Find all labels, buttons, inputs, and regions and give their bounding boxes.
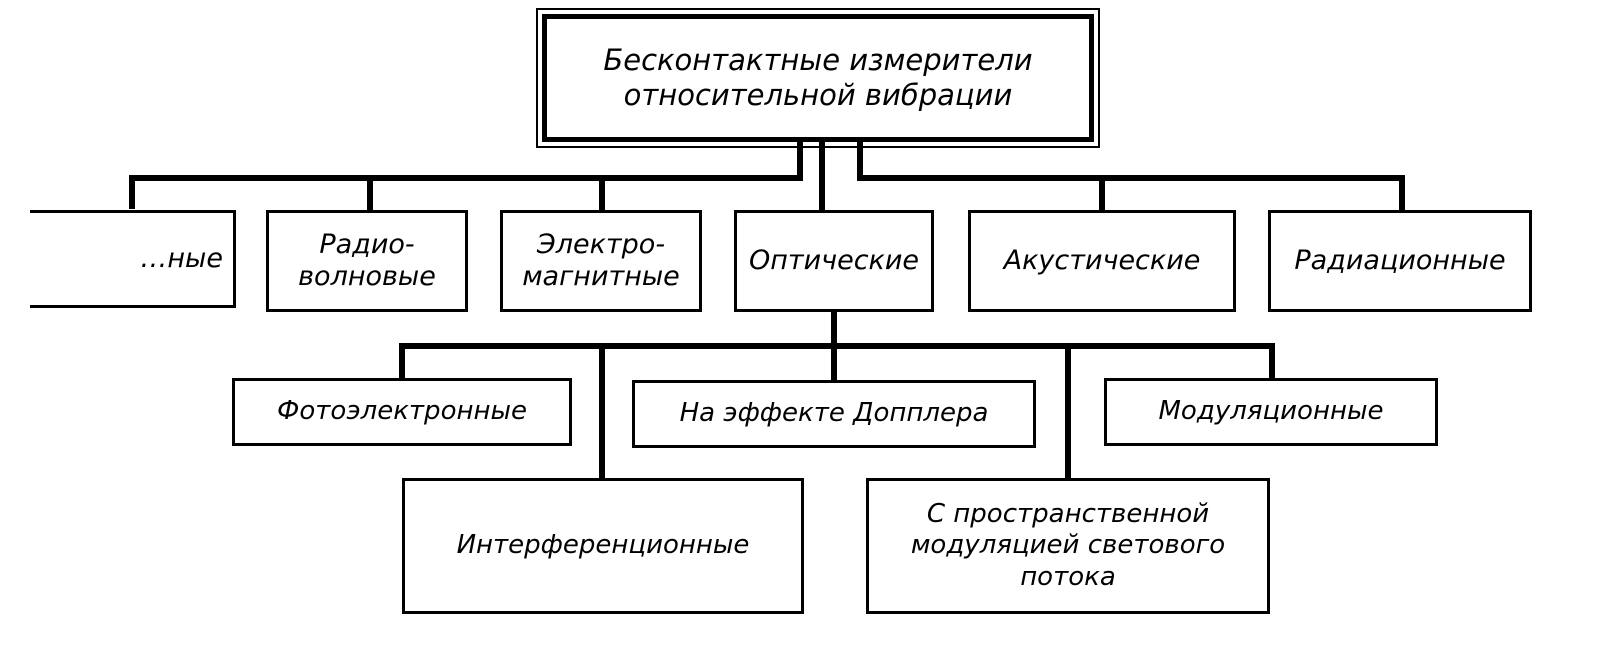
category-label-acoustic: Акустические — [1003, 244, 1201, 276]
optical-label-doppler: На эффекте Допплера — [679, 398, 989, 429]
optical-box-photo: Фотоэлектронные — [232, 378, 572, 446]
category-box-acoustic: Акустические — [968, 210, 1236, 312]
root-label: Бесконтактные измерители относительной в… — [603, 43, 1033, 112]
category-box-radio: Радио- волновые — [266, 210, 468, 312]
category-box-radiation: Радиационные — [1268, 210, 1532, 312]
category-label-radio: Радио- волновые — [298, 228, 436, 292]
optical-label-interference: Интерференционные — [456, 530, 750, 561]
optical-label-modulation: Модуляционные — [1158, 396, 1384, 427]
category-box-optical: Оптические — [734, 210, 934, 312]
category-box-electro: Электро- магнитные — [500, 210, 702, 312]
category-label-optical: Оптические — [748, 244, 920, 276]
category-label-electro: Электро- магнитные — [522, 228, 680, 292]
optical-label-photo: Фотоэлектронные — [276, 396, 527, 427]
optical-box-modulation: Модуляционные — [1104, 378, 1438, 446]
category-label-cut: …ные — [140, 242, 223, 274]
category-label-radiation: Радиационные — [1294, 244, 1506, 276]
optical-label-spatial: С пространственной модуляцией светового … — [910, 499, 1226, 592]
root-box: Бесконтактные измерители относительной в… — [536, 8, 1100, 148]
optical-box-spatial: С пространственной модуляцией светового … — [866, 478, 1270, 614]
category-box-cut: …ные — [30, 210, 236, 308]
optical-box-doppler: На эффекте Допплера — [632, 380, 1036, 448]
optical-box-interference: Интерференционные — [402, 478, 804, 614]
